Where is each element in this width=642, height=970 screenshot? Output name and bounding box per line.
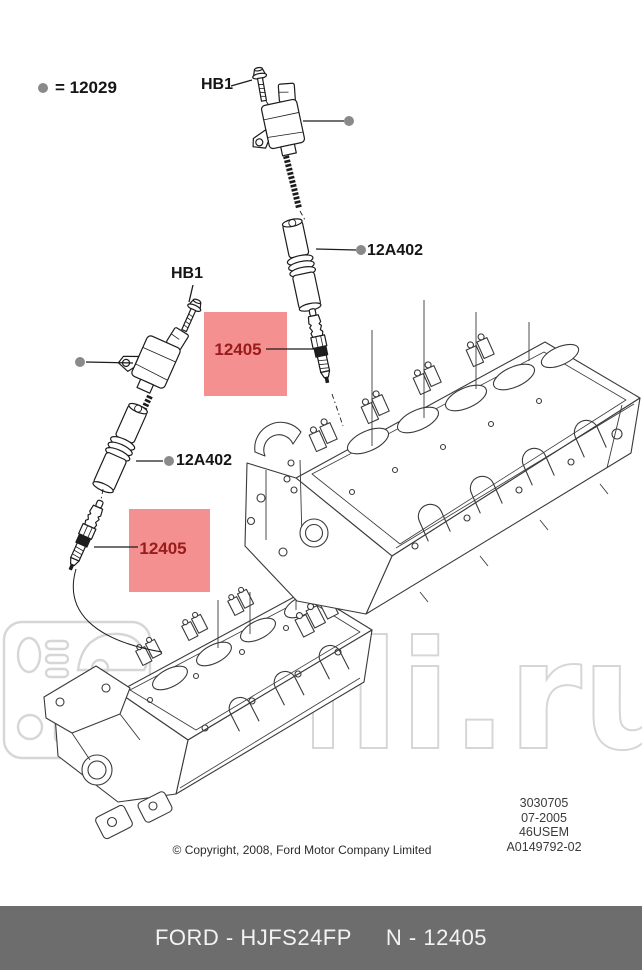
coil-boot-1 bbox=[281, 218, 322, 312]
ignition-coil-2 bbox=[117, 327, 189, 394]
legend-dot-icon bbox=[38, 83, 48, 93]
doc-info-line: 46USEM bbox=[518, 825, 570, 839]
doc-info-line: 3030705 bbox=[519, 796, 569, 810]
label-plug-12405-top[interactable]: 12405 bbox=[214, 340, 262, 359]
legend-text: = 12029 bbox=[55, 78, 117, 97]
callout-dots bbox=[75, 116, 366, 466]
doc-info-line: A0149792-02 bbox=[506, 839, 582, 854]
label-boot-12a402-top: 12A402 bbox=[367, 242, 424, 259]
cylinder-head-lower bbox=[43, 584, 373, 840]
highlight-box-plug-2[interactable] bbox=[129, 509, 210, 592]
cylinder-head-upper bbox=[244, 300, 641, 615]
leader-line-plug2-to-head bbox=[72, 568, 163, 653]
footer-bar: FORD - HJFS24FP N - 12405 bbox=[0, 906, 642, 970]
footer-brand-part: FORD - HJFS24FP bbox=[154, 925, 352, 950]
doc-info-line: 07-2005 bbox=[521, 810, 567, 825]
label-boot-12a402-left: 12A402 bbox=[176, 452, 233, 469]
watermark-text: li.ru bbox=[348, 610, 642, 784]
legend: = 12029 bbox=[38, 78, 117, 98]
callout-lines bbox=[85, 79, 357, 548]
coil-bolt-1 bbox=[252, 66, 268, 102]
footer-catalog-number: N - 12405 bbox=[385, 925, 488, 950]
spark-plug-2 bbox=[68, 499, 104, 571]
ignition-coil-1 bbox=[252, 82, 306, 157]
spark-plug-1 bbox=[307, 308, 331, 384]
highlight-box-plug-1[interactable] bbox=[204, 312, 287, 396]
coil-spring-1 bbox=[283, 155, 302, 209]
label-bolt-hb1-top: HB1 bbox=[201, 76, 234, 93]
ignition-parts-diagram: li.ru bbox=[2, 66, 642, 840]
copyright-text: © Copyright, 2008, Ford Motor Company Li… bbox=[172, 843, 432, 857]
diagram-stage: li.ru bbox=[2, 66, 642, 857]
label-bolt-hb1-left: HB1 bbox=[171, 265, 204, 282]
coil-bolt-2 bbox=[181, 298, 202, 333]
coil-boot-2 bbox=[92, 402, 148, 494]
label-plug-12405-left[interactable]: 12405 bbox=[139, 539, 187, 558]
doc-info-block: 3030705 07-2005 46USEM A0149792-02 bbox=[494, 796, 594, 854]
